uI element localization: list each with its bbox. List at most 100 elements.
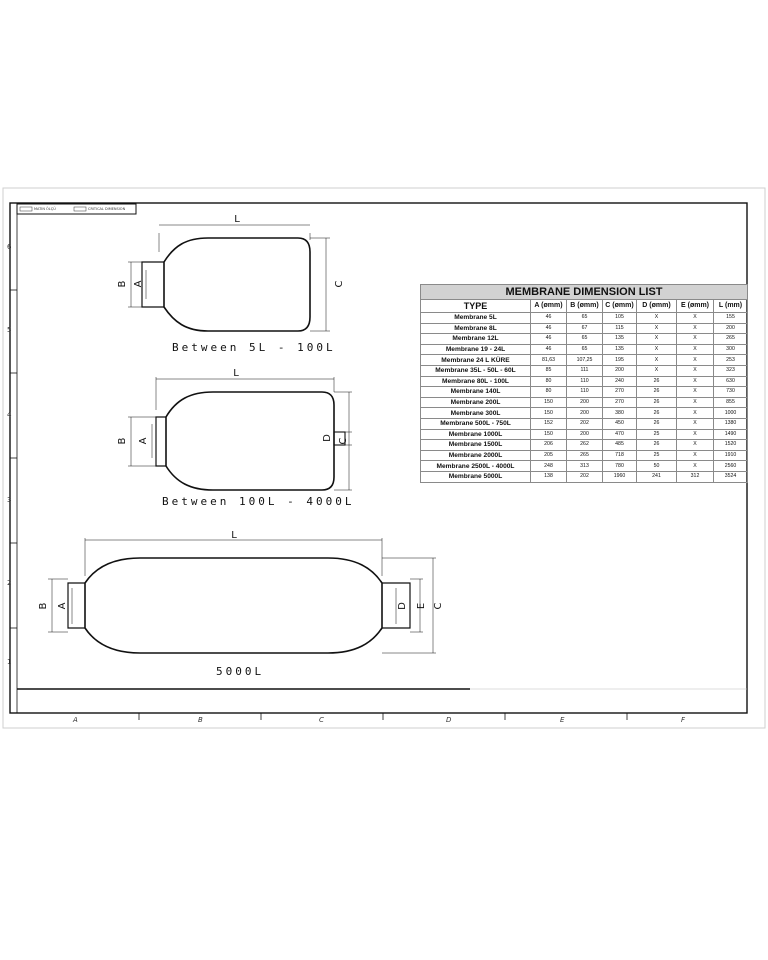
- dimension-value-cell: 200: [566, 428, 603, 441]
- table-header-cell: C (ømm): [602, 299, 637, 313]
- dimension-value-cell: X: [636, 312, 677, 324]
- dimension-value-cell: X: [636, 333, 677, 345]
- dimension-value-cell: X: [676, 417, 714, 430]
- dimension-value-cell: 730: [712, 386, 749, 398]
- port-small: [141, 261, 164, 308]
- bottom-port-medium: [333, 431, 346, 446]
- dimension-value-cell: 25: [636, 449, 677, 462]
- dimension-value-cell: 135: [602, 343, 637, 356]
- membrane-type-cell: Membrane 80L - 100L: [420, 375, 531, 388]
- legend-swatch-1: [19, 206, 33, 212]
- dimension-value-cell: 138: [530, 470, 567, 483]
- dimension-value-cell: 200: [712, 322, 749, 335]
- dimension-value-cell: 110: [566, 375, 603, 388]
- table-title: MEMBRANE DIMENSION LIST: [419, 284, 749, 300]
- dimension-value-cell: 1490: [712, 428, 749, 441]
- dimension-labels: L B A C L B A D C L B A D E C: [38, 214, 444, 610]
- label-L-large: L: [231, 530, 237, 541]
- dimension-value-cell: 202: [566, 470, 603, 483]
- membrane-type-cell: Membrane 2000L: [420, 449, 531, 462]
- label-D-large: D: [397, 602, 408, 610]
- dimension-value-cell: 46: [530, 343, 567, 356]
- dimension-value-cell: 300: [712, 343, 749, 356]
- membrane-type-cell: Membrane 5000L: [420, 470, 531, 483]
- port-medium: [155, 416, 166, 467]
- dimension-value-cell: 65: [566, 343, 603, 356]
- dimension-value-cell: 111: [566, 364, 603, 377]
- label-A-medium: A: [138, 437, 149, 444]
- label-B-small: B: [117, 280, 128, 287]
- column-label-c: C: [319, 716, 324, 724]
- column-label-d: D: [446, 716, 452, 724]
- dimension-value-cell: 26: [636, 439, 677, 451]
- label-D-medium: D: [322, 434, 333, 442]
- dimension-value-cell: X: [676, 312, 714, 324]
- dimension-value-cell: X: [676, 333, 714, 345]
- dimension-value-cell: 26: [636, 386, 677, 398]
- dimension-value-cell: 1520: [712, 439, 749, 451]
- dimension-value-cell: 630: [712, 375, 749, 388]
- dimension-value-cell: 323: [712, 364, 749, 377]
- label-B-medium: B: [117, 437, 128, 444]
- dimension-value-cell: 67: [566, 322, 603, 335]
- dimension-value-cell: 80: [530, 375, 567, 388]
- dimension-value-cell: X: [636, 354, 677, 366]
- membrane-type-cell: Membrane 8L: [420, 322, 531, 335]
- dimension-value-cell: 65: [566, 333, 603, 345]
- column-label-f: F: [681, 716, 686, 724]
- tank-drawing-medium: [128, 377, 352, 491]
- legend-item-1: MATIN ÖLÇÜ: [34, 207, 56, 211]
- dimension-value-cell: 248: [530, 460, 567, 472]
- dimension-value-cell: X: [676, 354, 714, 366]
- dimension-value-cell: X: [676, 396, 714, 409]
- dimension-value-cell: 205: [530, 449, 567, 462]
- dimension-value-cell: 200: [566, 407, 603, 419]
- dimension-value-cell: 270: [602, 386, 637, 398]
- dimension-value-cell: 240: [602, 375, 637, 388]
- dimension-value-cell: 110: [566, 386, 603, 398]
- table-header-cell: A (ømm): [530, 299, 567, 313]
- dimension-value-cell: 1910: [712, 449, 749, 462]
- dimension-value-cell: 26: [636, 407, 677, 419]
- dimension-value-cell: 265: [566, 449, 603, 462]
- membrane-type-cell: Membrane 300L: [420, 407, 531, 419]
- label-E-large: E: [416, 603, 427, 609]
- table-header-cell: B (ømm): [566, 299, 603, 313]
- table-header-cell: L (mm): [712, 299, 749, 313]
- tank-body-small: [163, 237, 311, 332]
- membrane-type-cell: Membrane 24 L KÜRE: [420, 354, 531, 366]
- dimension-value-cell: X: [676, 375, 714, 388]
- dimension-value-cell: 470: [602, 428, 637, 441]
- dimension-value-cell: 26: [636, 375, 677, 388]
- row-label-4: 4: [7, 411, 12, 419]
- row-label-5: 5: [7, 326, 12, 334]
- table-header-cell: TYPE: [420, 299, 531, 313]
- dimension-value-cell: 85: [530, 364, 567, 377]
- label-C-medium: C: [338, 437, 349, 444]
- left-port-large: [67, 582, 85, 629]
- dimension-value-cell: 50: [636, 460, 677, 472]
- label-C-large: C: [433, 602, 444, 609]
- legend-item-2: CRITICAL DIMENSION: [88, 207, 126, 211]
- tank-drawing-small: [128, 224, 330, 332]
- dimension-value-cell: 206: [530, 439, 567, 451]
- table-header-cell: E (ømm): [676, 299, 714, 313]
- dimension-value-cell: 253: [712, 354, 749, 366]
- dimension-value-cell: 485: [602, 439, 637, 451]
- dimension-value-cell: 135: [602, 333, 637, 345]
- membrane-type-cell: Membrane 2500L - 4000L: [420, 460, 531, 472]
- dimension-value-cell: X: [676, 322, 714, 335]
- dimension-value-cell: 105: [602, 312, 637, 324]
- dimension-value-cell: 855: [712, 396, 749, 409]
- dimension-value-cell: 81,63: [530, 354, 567, 366]
